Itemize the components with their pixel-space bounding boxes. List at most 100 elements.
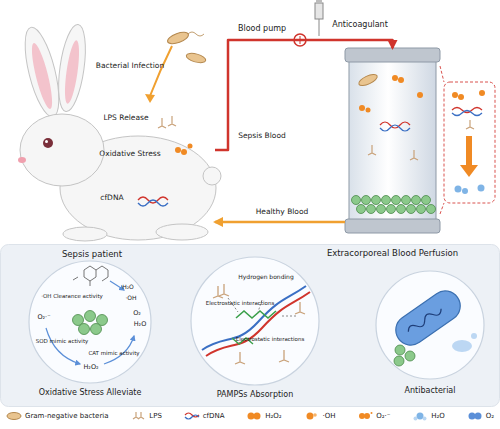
- rabbit-ear: [54, 23, 90, 113]
- legend-label: H₂O₂: [265, 412, 281, 420]
- column-outline: [345, 48, 440, 233]
- oh-icon: [314, 413, 318, 417]
- column-cap: [345, 219, 440, 233]
- legend-swatch: [130, 411, 146, 421]
- bacterium-icon: [7, 413, 21, 420]
- rabbit-ear: [18, 24, 65, 120]
- node-label: Oxidative Stress Alleviate: [39, 388, 142, 397]
- legend-label: LPS: [149, 412, 162, 420]
- annotation-label: Hydrogen bonding: [238, 274, 293, 281]
- water-dot: [478, 185, 485, 192]
- annotation-label: H₂O₂: [83, 364, 98, 371]
- node-label: Extracorporeal Blood Perfusion: [327, 249, 458, 259]
- infection-arrow: [150, 46, 172, 96]
- node-label: PAMPSs Absorption: [217, 390, 294, 399]
- annotation-label: SOD mimic activity: [36, 338, 89, 344]
- node-label: Sepsis patient: [62, 250, 122, 260]
- ros-dot: [175, 147, 181, 153]
- rabbit-head: [20, 114, 104, 186]
- annotation-label: ·OH Clearance activity: [41, 293, 103, 299]
- mechanism-circle: Antibacterial: [375, 270, 485, 400]
- legend-item: cfDNA: [184, 411, 225, 421]
- zoom-box: [444, 82, 495, 203]
- annotation-label: Electrostatic interactions: [236, 336, 305, 342]
- ros-dot: [479, 90, 485, 96]
- node-label: LPS Release: [103, 114, 148, 123]
- legend-item: LPS: [130, 411, 162, 421]
- ros-dot: [188, 144, 193, 149]
- node-label: Bacterial Infection: [96, 62, 164, 71]
- pump-symbol: [294, 34, 306, 46]
- zoom-line: [440, 66, 444, 82]
- legend-item: Gram-negative bacteria: [6, 411, 109, 421]
- annotation-label: Electrostatic interactions: [206, 300, 275, 306]
- superoxide-icon: [371, 412, 373, 414]
- annotation-label: H₂O: [122, 284, 134, 291]
- rabbit-nose: [18, 157, 26, 163]
- circle-outline: [191, 257, 319, 385]
- ros-dot: [458, 94, 464, 100]
- water-icon: [417, 413, 424, 420]
- dna-strand: [452, 108, 482, 113]
- water-icon: [423, 417, 427, 421]
- flow-arrow: [466, 136, 472, 166]
- node-label: cfDNA: [100, 194, 123, 203]
- annotation-label: H₂O: [134, 321, 147, 328]
- node-label: Antibacterial: [405, 386, 456, 395]
- legend: Gram-negative bacteriaLPScfDNAH₂O₂·OHO₂·…: [6, 411, 494, 421]
- legend-swatch: [6, 411, 22, 421]
- rabbit-patient: Bacterial InfectionLPS ReleaseOxidative …: [0, 22, 215, 244]
- legend-item: ·OH: [303, 411, 335, 421]
- h2o2-icon: [248, 413, 255, 420]
- oxygen-icon: [468, 413, 475, 420]
- zoom-line: [440, 203, 444, 214]
- annotation-label: Anticoagulant: [332, 20, 388, 29]
- annotation-label: O₂·⁻: [37, 314, 50, 321]
- circle-outline: [375, 270, 485, 400]
- mechanism-circle: Oxidative Stress Alleviate: [28, 260, 152, 400]
- eye-highlight: [45, 140, 48, 143]
- column-cap: [345, 48, 440, 62]
- legend-label: O₂: [486, 412, 494, 420]
- edge-label: Healthy Blood: [256, 208, 309, 217]
- legend-label: ·OH: [322, 412, 335, 420]
- legend-swatch: [184, 411, 200, 421]
- mechanism-panel: Sepsis patientOxidative Stress Alleviate…: [0, 244, 500, 407]
- lps-symbol: [158, 116, 176, 128]
- edge-label: Sepsis Blood: [238, 132, 286, 141]
- legend-swatch: [357, 411, 373, 421]
- legend-label: H₂O: [431, 412, 445, 420]
- bacterium: [185, 52, 206, 65]
- legend-swatch: [467, 411, 483, 421]
- lps-icon: [133, 412, 144, 419]
- perfusion-column: Extracorporeal Blood Perfusion: [345, 48, 440, 233]
- syringe-plunger: [316, 0, 322, 3]
- circle-outline: [29, 261, 151, 383]
- rabbit-tail: [203, 167, 221, 185]
- circle-outline: [28, 260, 152, 400]
- rabbit-ear-inner: [28, 42, 56, 111]
- lps-symbol: [466, 120, 474, 129]
- legend-label: Gram-negative bacteria: [25, 412, 109, 420]
- legend-swatch: [246, 411, 262, 421]
- water-icon: [414, 417, 418, 421]
- node-label: Oxidative Stress: [99, 150, 160, 159]
- rabbit-ear-inner: [62, 40, 82, 105]
- blood-line: [215, 40, 393, 150]
- bacterium: [166, 30, 190, 46]
- panel-background: [1, 245, 500, 407]
- annotation-label: Blood pump: [238, 24, 286, 33]
- ros-dot: [181, 149, 187, 155]
- arrow-head: [145, 94, 155, 103]
- pump-rotor: [296, 36, 304, 44]
- legend-swatch: [412, 411, 428, 421]
- circle-outline: [376, 271, 484, 379]
- dna-strand: [452, 111, 482, 116]
- legend-item: O₂: [467, 411, 494, 421]
- legend-item: H₂O₂: [246, 411, 281, 421]
- flow-arrow-head: [460, 165, 478, 177]
- dna-strand: [138, 200, 168, 206]
- annotation-label: ·OH: [125, 295, 136, 302]
- h2o2-icon: [254, 413, 261, 420]
